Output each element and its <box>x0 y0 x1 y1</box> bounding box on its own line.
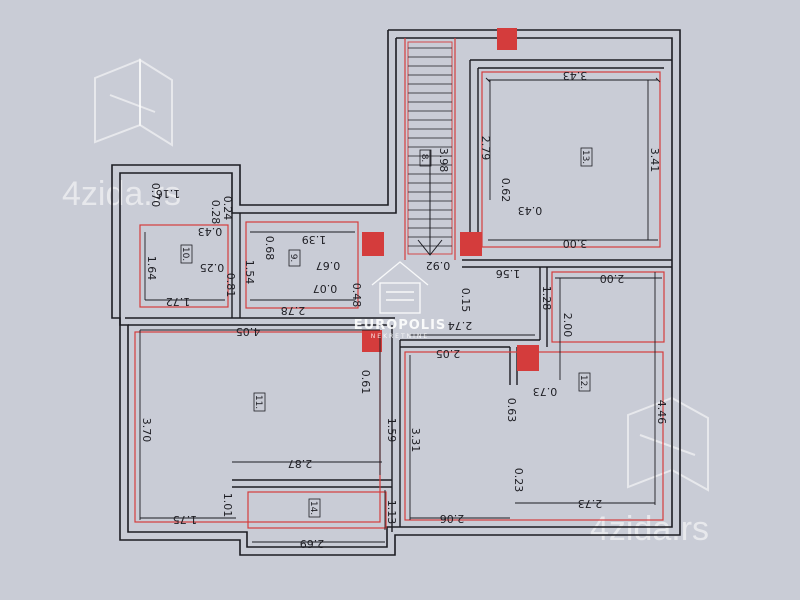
dim-room13-right: 3.41 <box>648 148 661 173</box>
dim-room10-c: 0.28 <box>209 200 222 225</box>
dim-room9-top: 1.39 <box>302 233 327 246</box>
dim-room13-nook-h: 0.62 <box>499 178 512 203</box>
dim-room11-left: 3.70 <box>140 418 153 443</box>
dim-hall-b: 1.56 <box>496 267 521 280</box>
dim-room13-left: 2.79 <box>479 136 492 161</box>
brand-watermark: EUROPOLIS NEKRETNINE <box>340 318 460 340</box>
dim-room9-bottom: 2.78 <box>281 304 306 317</box>
dim-hall-d: 2.05 <box>436 347 461 360</box>
dim-hall-c: 2.74 <box>448 319 473 332</box>
dim-room11-a: 0.61 <box>359 370 372 395</box>
dim-room9-a: 0.68 <box>263 236 276 261</box>
room-label-11: 11. <box>253 395 263 409</box>
dim-room10-f: 0.25 <box>200 261 225 274</box>
dim-room14-bottom: 2.69 <box>300 537 325 550</box>
dim-room12-c: 0.63 <box>505 398 518 423</box>
dim-room11-d: 1.01 <box>221 493 234 518</box>
dim-room9-b: 0.67 <box>316 259 341 272</box>
dim-room9-d: 0.48 <box>350 283 363 308</box>
watermark-text-left: 4zida.rs <box>62 175 181 213</box>
dim-stair-width: 0.92 <box>426 259 451 272</box>
brand-subtitle: NEKRETNINE <box>370 333 430 340</box>
brand-logo-icon <box>371 261 429 314</box>
dim-room10-top-b: 1.16 <box>156 187 181 200</box>
dim-room10-e: 0.43 <box>198 225 223 238</box>
dim-hall-e: 1.28 <box>540 286 553 311</box>
red-trace-lines <box>134 38 665 529</box>
room-label-12: 12. <box>578 375 588 389</box>
room-labels: 8. 9. 10. 11. 12. 13. 14. <box>180 147 593 518</box>
dim-room12-bottom-left: 2.06 <box>440 512 465 525</box>
dim-room11-top: 4.05 <box>236 325 261 338</box>
stair-arrow <box>417 150 443 256</box>
structural-columns <box>362 28 539 371</box>
dim-room11-c: 2.87 <box>288 457 313 470</box>
dim-room13-nook-w: 0.43 <box>518 204 543 217</box>
dim-room10-right: 0.81 <box>224 273 237 298</box>
dim-room13-top: 3.43 <box>563 69 588 82</box>
room-label-9: 9. <box>288 254 298 263</box>
dim-room11-b: 1.59 <box>385 418 398 443</box>
interior-walls <box>125 59 672 532</box>
dim-room12-a: 2.00 <box>561 313 574 338</box>
dim-room13-bottom: 3.00 <box>563 237 588 250</box>
dim-hall-a: 0.15 <box>459 288 472 313</box>
dim-room12-b: 0.73 <box>533 385 558 398</box>
dim-room14-right: 1.13 <box>385 500 398 525</box>
dimension-labels: 3.43 2.79 3.41 3.00 0.43 0.62 3.98 0.92 … <box>140 69 668 550</box>
dim-room12-right: 4.46 <box>655 400 668 425</box>
room-label-10: 10. <box>180 247 190 261</box>
room-label-8: 8. <box>419 154 429 163</box>
dim-room12-top: 2.00 <box>600 272 625 285</box>
room-label-14: 14. <box>308 501 318 515</box>
dim-room10-bottom: 1.72 <box>166 295 191 308</box>
dim-room10-left: 1.64 <box>145 256 158 281</box>
dim-room9-c: 0.07 <box>313 282 338 295</box>
watermark-text-right: 4zida.rs <box>590 510 709 548</box>
dim-room12-left: 3.31 <box>409 428 422 453</box>
dimension-lines <box>139 77 662 543</box>
dim-room12-d: 0.23 <box>512 468 525 493</box>
room-label-13: 13. <box>580 150 590 164</box>
dim-room9-left: 1.54 <box>243 260 256 285</box>
dim-room11-bottom: 1.75 <box>173 513 198 526</box>
dim-stair-length: 3.98 <box>437 148 450 173</box>
dim-room10-top-a: 0.70 <box>149 183 162 208</box>
outer-walls <box>111 29 681 556</box>
watermark-logo-left <box>94 58 173 147</box>
dim-room10-d: 0.24 <box>221 196 234 221</box>
brand-name: EUROPOLIS <box>353 318 447 333</box>
dim-room12-bottom-right: 2.73 <box>578 497 603 510</box>
